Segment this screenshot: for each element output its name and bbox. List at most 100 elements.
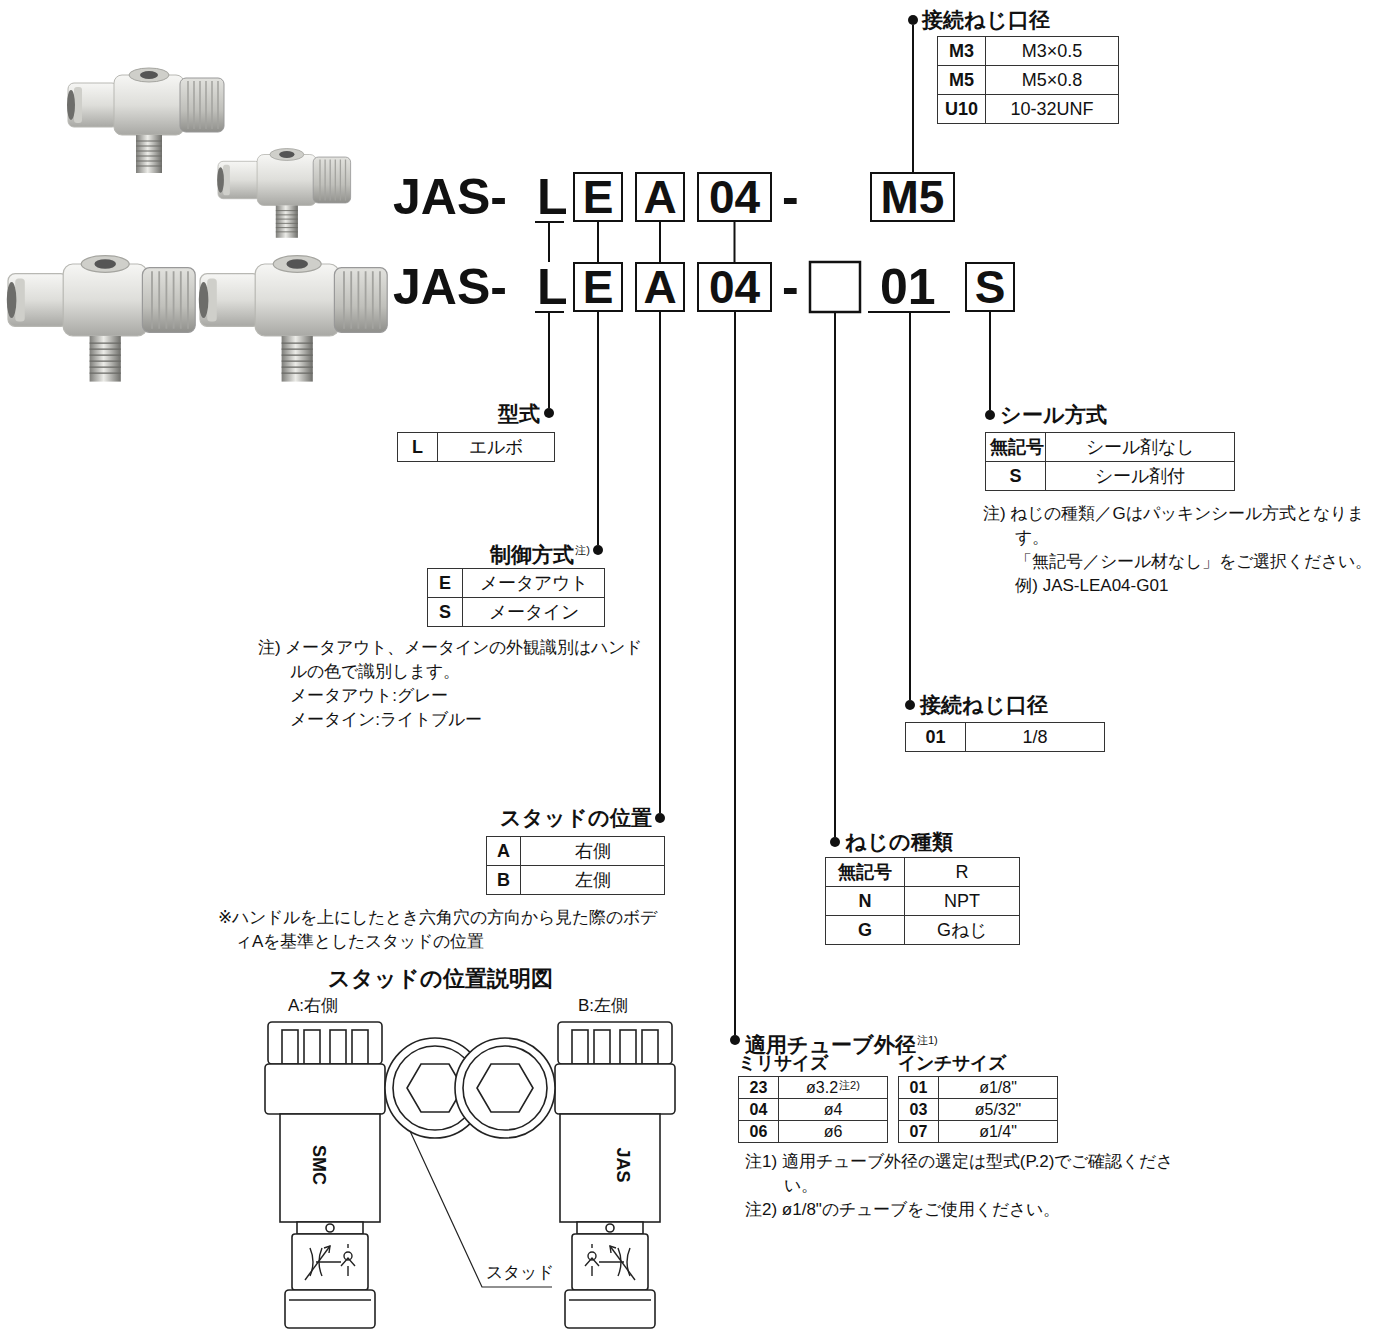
section-heading-box: ねじの種類 [845,830,953,854]
figure-label-box: A:右側 [288,995,338,1017]
table-cell-box: 04 [738,1098,779,1121]
model-code: - [782,169,799,225]
table-cell: ø6 [824,1123,843,1141]
table-cell-box: M5×0.8 [985,65,1119,95]
note-line: 注) ねじの種類／Gはパッキンシール方式となります。 [983,502,1373,550]
table-cell: シール剤付 [1095,464,1185,488]
code-box: E [573,262,623,312]
table-cell: エルボ [469,435,523,459]
section-heading-box: 接続ねじ口径 [922,8,1050,32]
table-cell-box: 1/8 [965,722,1105,752]
model-code: 01 [880,259,936,315]
connector [659,222,661,262]
table-cell-box: S [985,461,1046,491]
body-marking: SMC [309,1145,329,1185]
note-mark: 注2) [839,1078,860,1093]
table-cell: M5 [949,70,974,91]
table-cell-box: N [825,886,905,916]
code-letter: A [643,174,676,220]
table-cell: ø1/4" [979,1123,1017,1141]
model-code: L [537,259,568,315]
note-text: ※ハンドルを上にしたとき六角穴の方向から見た際のボディAを基準としたスタッドの位… [218,908,657,951]
figure-label-box: スタッド [486,1262,554,1284]
note-line: ※ハンドルを上にしたとき六角穴の方向から見た際のボディAを基準としたスタッドの位… [218,906,670,954]
table-cell: 10-32UNF [1010,99,1093,120]
figure-label: スタッドの位置説明図 [328,966,553,991]
section-heading-box: 型式 [420,402,540,426]
table-cell: 01 [925,727,945,748]
table-cell-box: 10-32UNF [985,94,1119,124]
model-code-box: 01 [880,257,936,317]
figure-label-box: B:左側 [578,995,628,1017]
table-cell-box: ø6 [778,1120,888,1143]
note-line: 注2) ø1/8"のチューブをご使用ください。 [745,1198,1175,1222]
table-cell: L [412,437,423,458]
model-code-box: L [537,257,568,317]
section-heading-box: シール方式 [1000,403,1107,427]
table-cell: 無記号 [838,860,892,884]
section-heading-box: 接続ねじ口径 [920,693,1048,717]
table-cell: Gねじ [937,918,987,942]
code-letter: M5 [881,174,945,220]
table-cell-box: 01 [898,1076,939,1099]
table-cell: M3 [949,41,974,62]
model-code: JAS- [393,169,507,225]
table-cell-box: E [427,568,463,598]
table-cell: 07 [910,1123,928,1141]
table-cell: ø1/8" [979,1079,1017,1097]
table-cell: U10 [945,99,978,120]
table-cell: メータイン [489,600,579,624]
table-cell-box: U10 [937,94,986,124]
table-cell-box: A [486,836,521,866]
table-cell: 1/8 [1022,727,1047,748]
table-cell: 04 [750,1101,768,1119]
table-cell: ø5/32" [975,1101,1022,1119]
code-letter: E [583,264,614,310]
section-heading: 接続ねじ口径 [922,8,1050,31]
figure-label: A:右側 [288,996,338,1015]
table-cell-box: M5 [937,65,986,95]
note-text: 注) メータアウト、メータインの外観識別はハンドルの色で識別します。 [258,638,642,681]
connector [734,222,736,262]
table-cell-box: 03 [898,1098,939,1121]
table-cell: S [439,602,451,623]
table-cell-box: M3×0.5 [985,36,1119,66]
note-line: 注) メータアウト、メータインの外観識別はハンドルの色で識別します。 [258,636,643,684]
note-text: 例) JAS-LEA04-G01 [1015,576,1168,595]
table-cell: 01 [910,1079,928,1097]
table-cell-box: 左側 [520,865,665,895]
figure-label-box: ミリサイズ [738,1052,828,1074]
section-heading: 接続ねじ口径 [920,693,1048,716]
note-line: 「無記号／シール材なし」をご選択ください。 [983,550,1373,574]
model-code-box: JAS- [393,167,507,227]
model-code: L [537,169,568,225]
model-code-box: - [782,167,799,227]
table-cell-box: 01 [905,722,966,752]
table-cell: ø4 [824,1101,843,1119]
table-cell: N [859,891,872,912]
table-cell-box: ø1/4" [938,1120,1058,1143]
code-box: E [573,172,623,222]
figure-label: ミリサイズ [738,1053,828,1073]
model-code-box: - [782,257,799,317]
note-line: 注1) 適用チューブ外径の選定は型式(P.2)でご確認ください。 [745,1150,1175,1198]
section-heading: 型式 [498,402,540,425]
table-cell-box: ø3.2注2) [778,1076,888,1099]
code-letter: S [975,264,1006,310]
table-cell-box: R [904,857,1020,887]
table-cell-box: 07 [898,1120,939,1143]
table-cell-box: シール剤なし [1045,432,1235,462]
table-cell-box: S [427,597,463,627]
body-marking: JAS [613,1147,633,1182]
note-block: 注) ねじの種類／Gはパッキンシール方式となります。「無記号／シール材なし」をご… [983,502,1373,598]
table-cell-box: メータイン [462,597,605,627]
table-cell: 右側 [575,839,611,863]
note-text: 注) ねじの種類／Gはパッキンシール方式となります。 [983,504,1364,547]
table-cell-box: シール剤付 [1045,461,1235,491]
table-cell: S [1009,466,1021,487]
note-line: 例) JAS-LEA04-G01 [983,574,1373,598]
table-cell: 無記号 [990,435,1044,459]
figure-label: B:左側 [578,996,628,1015]
table-cell: B [497,870,510,891]
note-text: 「無記号／シール材なし」をご選択ください。 [1015,552,1372,571]
